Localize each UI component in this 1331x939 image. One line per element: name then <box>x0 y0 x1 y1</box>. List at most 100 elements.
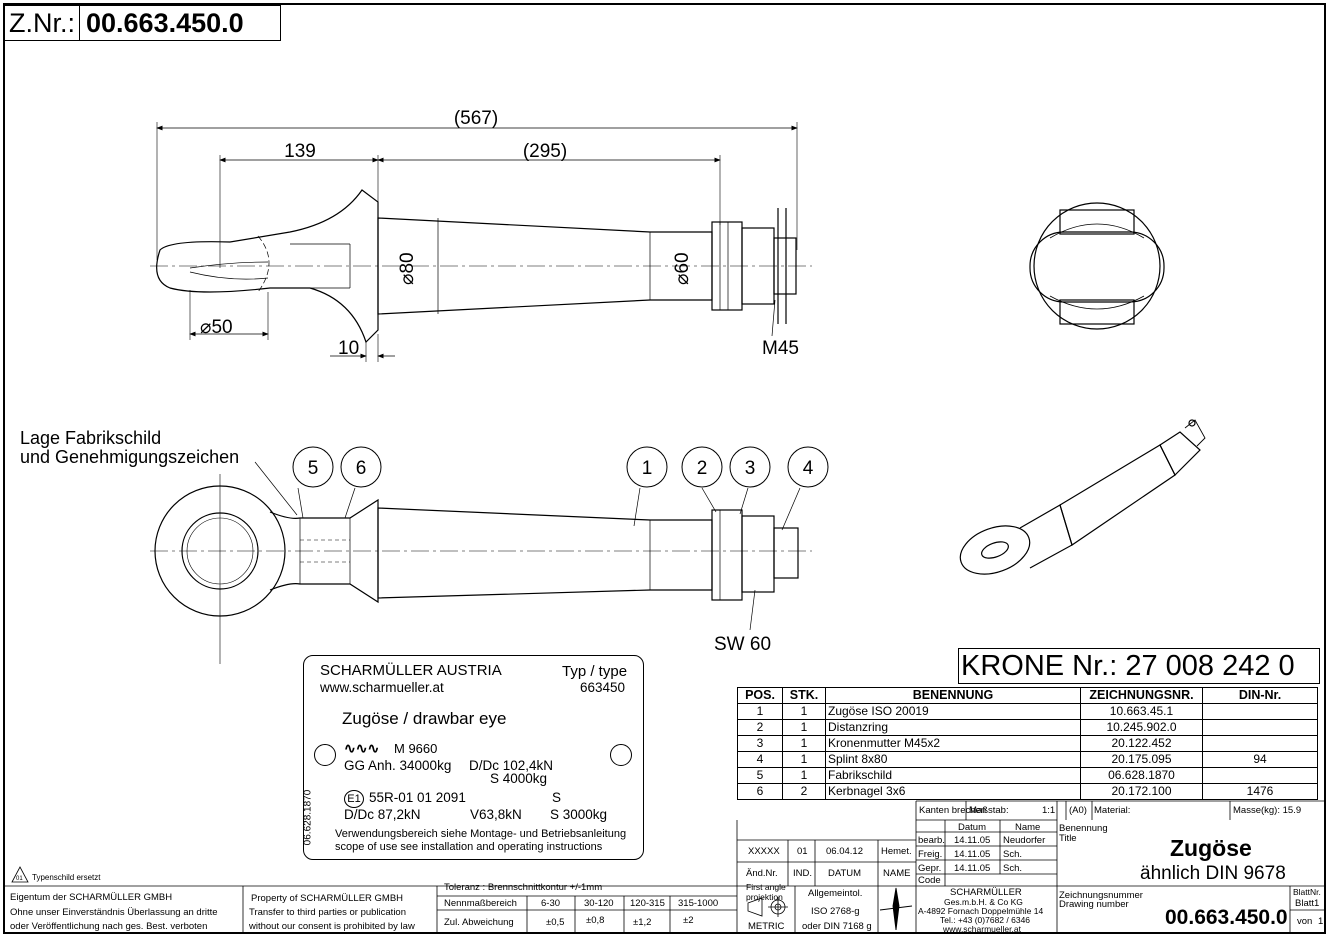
znr-label: Z.Nr.: <box>5 6 80 40</box>
tb-kanten: Kanten brechen <box>919 805 987 816</box>
balloon-4 <box>787 446 829 488</box>
dim-phi60: ⌀60 <box>672 252 693 285</box>
tb-prop-en2: Transfer to third parties or publication <box>249 907 407 918</box>
tb-gepr: Gepr. <box>918 863 942 874</box>
balloon-label: 4 <box>803 458 814 479</box>
typenschild-note: Typenschild ersetzt <box>32 873 101 882</box>
tb-prop-en3: without our consent is prohibited by law <box>249 921 415 932</box>
tb-name-h: Name <box>1015 822 1041 833</box>
tb-title1: Zugöse <box>1170 835 1252 861</box>
tb-dev: ±1,2 <box>633 917 652 928</box>
plate-m: M 9660 <box>394 741 438 756</box>
tb-ind: IND. <box>793 868 812 879</box>
balloon-1 <box>626 446 668 488</box>
cell: Kronenmutter M45x2 <box>825 735 1081 752</box>
tb-toleranz: Toleranz : Brennschnittkontur +/-1mm <box>444 882 603 893</box>
company-logo-icon <box>879 887 913 931</box>
tb-blatt2: Blatt1 <box>1295 898 1320 909</box>
tb-dev: ±0,5 <box>546 917 565 928</box>
krone-number: KRONE Nr.: 27 008 242 0 <box>958 648 1320 684</box>
type-plate: SCHARMÜLLER AUSTRIA www.scharmueller.at … <box>302 655 644 860</box>
dim-phi80: ⌀80 <box>397 252 418 285</box>
plate-web: www.scharmueller.at <box>320 680 444 695</box>
side-view <box>150 122 812 362</box>
plate-v: V63,8kN <box>470 807 522 822</box>
tb-range: 6-30 <box>541 898 561 909</box>
balloon-label: 1 <box>642 458 653 479</box>
znr-value: 00.663.450.0 <box>86 8 244 38</box>
note-line: und Genehmigungszeichen <box>20 447 240 467</box>
tb-massstab: 1:1 <box>1042 805 1056 816</box>
mounting-hole-left <box>314 744 336 766</box>
tb-name: NAME <box>883 868 911 879</box>
fabrikschild-note: Lage Fabrikschild und Genehmigungszeiche… <box>20 429 239 467</box>
cell: 10.663.45.1 <box>1080 703 1203 720</box>
tb-gepr-date: 14.11.05 <box>954 863 991 874</box>
tb-title-label: Title <box>1059 833 1077 844</box>
plate-ddc2: D/Dc 87,2kN <box>344 807 421 822</box>
tb-company1: SCHARMÜLLER <box>950 887 1022 898</box>
cell: 20.172.100 <box>1080 783 1203 800</box>
tb-company3: A-4892 Fornach Doppelmühle 14 <box>918 906 1044 916</box>
tb-prop-de2: Ohne unser Einverständnis Überlassung an… <box>10 907 218 918</box>
tb-prop-en1: Property of SCHARMÜLLER GMBH <box>251 893 404 904</box>
e1-mark: E1 <box>344 790 364 808</box>
isometric-view <box>959 419 1206 575</box>
tb-gepr-name: Sch. <box>1003 863 1023 874</box>
dim-567: (567) <box>454 108 498 129</box>
plate-s-label: S <box>552 790 562 805</box>
tb-zn-label1: Zeichnungsnummer <box>1059 890 1143 901</box>
plate-usage1: Verwendungsbereich siehe Montage- und Be… <box>335 828 627 840</box>
cell: 20.175.095 <box>1080 751 1203 768</box>
balloon-label: 5 <box>308 458 319 479</box>
tb-and-nr: Änd.Nr. <box>746 868 778 879</box>
plate-usage2: scope of use see installation and operat… <box>335 841 603 853</box>
tb-freig-name: Sch. <box>1003 849 1023 860</box>
balloon-6 <box>340 446 382 488</box>
tb-zn-label2: Drawing number <box>1059 899 1129 910</box>
first-angle-icon <box>747 897 788 917</box>
tb-allg2: ISO 2768-g <box>811 906 860 917</box>
tb-dev: ±2 <box>683 915 694 926</box>
tb-datum: DATUM <box>828 868 862 879</box>
plate-approval: 55R-01 01 2091 <box>369 790 466 805</box>
tb-allg3: oder DIN 7168 g <box>802 921 872 932</box>
plate-company: SCHARMÜLLER AUSTRIA <box>320 662 502 679</box>
drawing-number-box: Z.Nr.: 00.663.450.0 <box>4 5 281 41</box>
dim-m45: M45 <box>762 338 799 359</box>
cell: 1476 <box>1202 783 1318 800</box>
tb-code: Code <box>918 875 941 886</box>
tb-rev-name: Hemet. <box>881 846 912 857</box>
tb-blatt1: BlattNr. <box>1293 887 1321 897</box>
tb-von-n: 1 <box>1318 916 1324 927</box>
tb-von: von <box>1297 916 1313 927</box>
tb-first-angle1: First angle <box>746 882 786 892</box>
tb-allg1: Allgemeintol. <box>808 888 863 899</box>
tb-company5: www.scharmueller.at <box>943 924 1021 934</box>
plate-typ-label: Typ / type <box>562 663 628 680</box>
tb-prop-de1: Eigentum der SCHARMÜLLER GMBH <box>10 892 173 903</box>
tb-massstab-label: Maßstab: <box>969 805 1009 816</box>
plate-s1: S 4000kg <box>490 771 548 786</box>
top-view <box>150 461 812 664</box>
rev-mark: 01 <box>16 876 23 882</box>
tb-metric: METRIC <box>748 921 785 932</box>
balloon-label: 2 <box>697 458 708 479</box>
col-din: DIN-Nr. <box>1202 687 1318 704</box>
tb-format: (A0) <box>1069 805 1087 816</box>
cell: Splint 8x80 <box>825 751 1081 768</box>
tb-dev: ±0,8 <box>586 915 605 926</box>
end-view <box>1029 202 1165 330</box>
cell: Kerbnagel 3x6 <box>825 783 1081 800</box>
tb-material: Material: <box>1094 805 1131 816</box>
tb-bearb: bearb. <box>918 835 945 846</box>
tb-bearb-name: Neudorfer <box>1003 835 1046 846</box>
cell: Distanzring <box>825 719 1081 736</box>
tb-title2: ähnlich DIN 9678 <box>1140 863 1286 884</box>
balloon-label: 3 <box>745 458 756 479</box>
